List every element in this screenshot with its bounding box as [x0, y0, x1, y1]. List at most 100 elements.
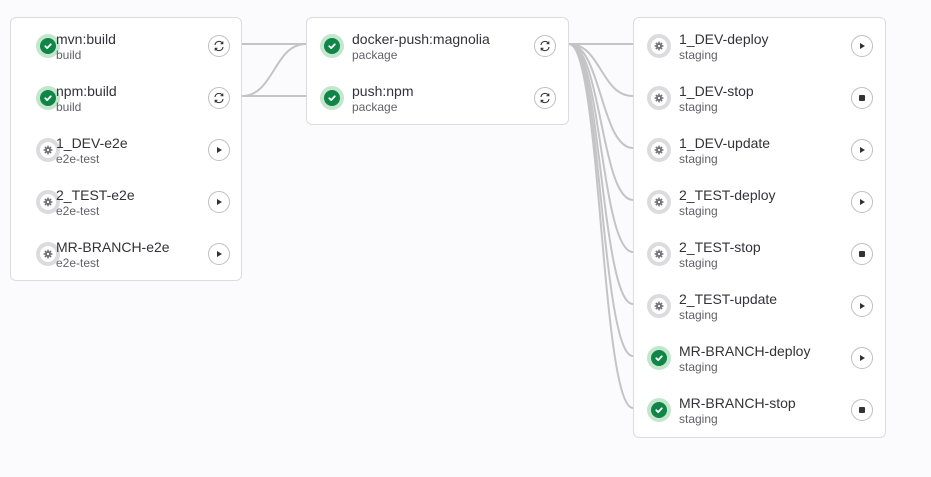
- job-stage: package: [352, 48, 398, 62]
- retry-button[interactable]: [534, 35, 556, 57]
- job-stage: package: [352, 100, 398, 114]
- dependency-link: [568, 43, 634, 201]
- status-manual-icon: [36, 242, 60, 266]
- job-name[interactable]: 2_TEST-e2e: [56, 187, 135, 203]
- stop-button[interactable]: [851, 87, 873, 109]
- dependency-link: [568, 43, 634, 305]
- play-icon: [858, 198, 866, 206]
- stop-icon: [858, 94, 866, 102]
- job-name[interactable]: MR-BRANCH-deploy: [679, 343, 811, 359]
- play-button[interactable]: [208, 243, 230, 265]
- play-icon: [858, 302, 866, 310]
- job-name[interactable]: docker-push:magnolia: [352, 31, 490, 47]
- status-manual-icon: [647, 242, 671, 266]
- stop-button[interactable]: [851, 243, 873, 265]
- status-success-icon: [647, 346, 671, 370]
- job-stage: staging: [679, 204, 718, 218]
- job-stage: staging: [679, 256, 718, 270]
- status-success-icon: [320, 34, 344, 58]
- play-button[interactable]: [851, 191, 873, 213]
- dependency-link: [568, 43, 634, 97]
- job-stage: e2e-test: [56, 152, 100, 166]
- job-name[interactable]: push:npm: [352, 83, 414, 99]
- retry-button[interactable]: [208, 87, 230, 109]
- play-button[interactable]: [208, 191, 230, 213]
- dependency-link: [241, 43, 307, 97]
- job-stage: build: [56, 100, 82, 114]
- play-icon: [858, 354, 866, 362]
- play-button[interactable]: [851, 295, 873, 317]
- status-success-icon: [36, 34, 60, 58]
- job-stage: staging: [679, 48, 718, 62]
- job-name[interactable]: MR-BRANCH-e2e: [56, 239, 170, 255]
- status-manual-icon: [647, 138, 671, 162]
- job-name[interactable]: MR-BRANCH-stop: [679, 395, 796, 411]
- status-manual-icon: [647, 34, 671, 58]
- job-stage: staging: [679, 360, 718, 374]
- job-stage: build: [56, 48, 82, 62]
- job-name[interactable]: 2_TEST-deploy: [679, 187, 776, 203]
- play-button[interactable]: [208, 139, 230, 161]
- play-button[interactable]: [851, 139, 873, 161]
- job-stage: e2e-test: [56, 204, 100, 218]
- retry-icon: [539, 40, 551, 52]
- status-manual-icon: [36, 138, 60, 162]
- job-name[interactable]: 2_TEST-stop: [679, 239, 761, 255]
- status-manual-icon: [647, 190, 671, 214]
- retry-icon: [539, 92, 551, 104]
- dependency-link: [568, 43, 634, 149]
- job-name[interactable]: 2_TEST-update: [679, 291, 778, 307]
- job-stage: staging: [679, 152, 718, 166]
- job-name[interactable]: mvn:build: [56, 31, 116, 47]
- retry-icon: [213, 92, 225, 104]
- job-stage: e2e-test: [56, 256, 100, 270]
- job-name[interactable]: 1_DEV-deploy: [679, 31, 769, 47]
- stop-icon: [858, 250, 866, 258]
- job-stage: staging: [679, 412, 718, 426]
- retry-button[interactable]: [534, 87, 556, 109]
- job-name[interactable]: 1_DEV-e2e: [56, 135, 128, 151]
- play-icon: [858, 42, 866, 50]
- retry-icon: [213, 40, 225, 52]
- status-success-icon: [36, 86, 60, 110]
- dependency-link: [568, 43, 634, 357]
- play-button[interactable]: [851, 347, 873, 369]
- status-manual-icon: [36, 190, 60, 214]
- status-success-icon: [320, 86, 344, 110]
- job-stage: staging: [679, 308, 718, 322]
- play-icon: [215, 146, 223, 154]
- status-manual-icon: [647, 86, 671, 110]
- stop-icon: [858, 406, 866, 414]
- retry-button[interactable]: [208, 35, 230, 57]
- job-name[interactable]: npm:build: [56, 83, 117, 99]
- play-icon: [215, 250, 223, 258]
- status-success-icon: [647, 398, 671, 422]
- job-stage: staging: [679, 100, 718, 114]
- dependency-link: [568, 43, 634, 409]
- job-name[interactable]: 1_DEV-update: [679, 135, 771, 151]
- stop-button[interactable]: [851, 399, 873, 421]
- play-button[interactable]: [851, 35, 873, 57]
- job-name[interactable]: 1_DEV-stop: [679, 83, 754, 99]
- play-icon: [215, 198, 223, 206]
- play-icon: [858, 146, 866, 154]
